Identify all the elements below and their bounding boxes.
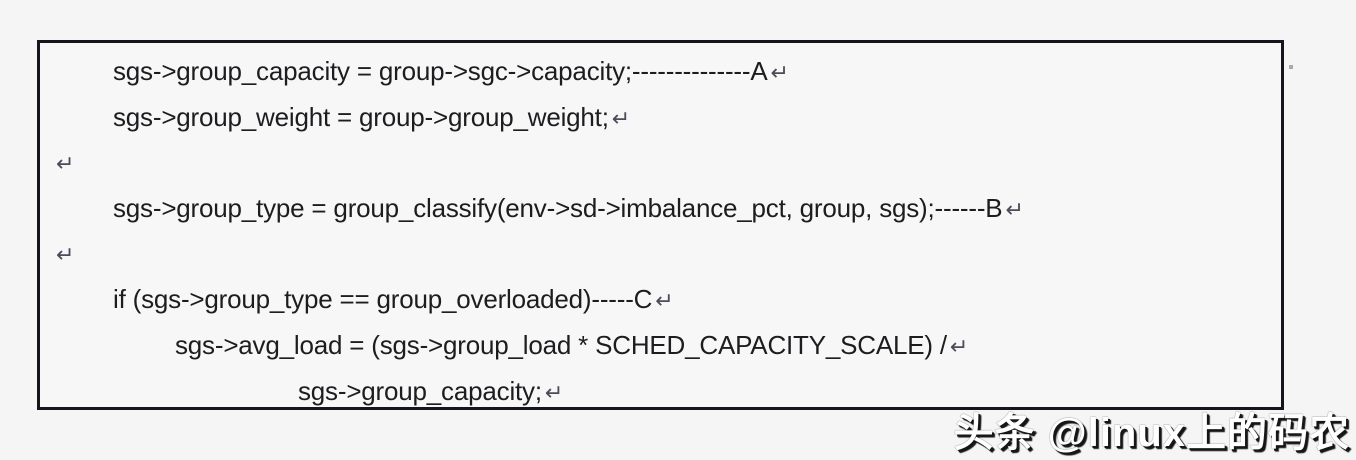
- code-line: sgs->group_weight = group->group_weight;…: [113, 97, 630, 139]
- paragraph-return-icon: ↵: [56, 151, 75, 176]
- code-text: sgs->group_type = group_classify(env->sd…: [113, 193, 1003, 223]
- code-text: sgs->group_weight = group->group_weight;: [113, 102, 609, 132]
- paragraph-return-icon: ↵: [611, 106, 630, 131]
- code-text: if (sgs->group_type == group_overloaded)…: [113, 284, 653, 314]
- code-text: sgs->group_capacity = group->sgc->capaci…: [113, 56, 768, 86]
- code-line-empty: ↵: [53, 233, 74, 275]
- code-text: sgs->group_capacity;: [298, 376, 542, 406]
- selection-handle-dot: [1289, 65, 1293, 69]
- code-line: sgs->group_capacity = group->sgc->capaci…: [113, 51, 789, 93]
- paragraph-return-icon: ↵: [949, 334, 969, 359]
- code-line: sgs->group_capacity;↵: [298, 371, 563, 413]
- paragraph-return-icon: ↵: [770, 60, 789, 85]
- watermark: 头条 @linux上的码农: [954, 400, 1350, 458]
- code-line: if (sgs->group_type == group_overloaded)…: [113, 279, 674, 321]
- code-line: sgs->avg_load = (sgs->group_load * SCHED…: [175, 325, 968, 367]
- paragraph-return-icon: ↵: [655, 288, 674, 313]
- code-line: sgs->group_type = group_classify(env->sd…: [113, 188, 1024, 230]
- watermark-text: 头条 @linux上的码农: [953, 411, 1350, 455]
- paragraph-return-icon: ↵: [1005, 197, 1024, 222]
- code-text: sgs->avg_load = (sgs->group_load * SCHED…: [175, 330, 947, 360]
- paragraph-return-icon: ↵: [544, 380, 564, 405]
- code-box-frame: sgs->group_capacity = group->sgc->capaci…: [37, 40, 1284, 410]
- paragraph-return-icon: ↵: [56, 242, 75, 267]
- code-line-empty: ↵: [53, 142, 74, 184]
